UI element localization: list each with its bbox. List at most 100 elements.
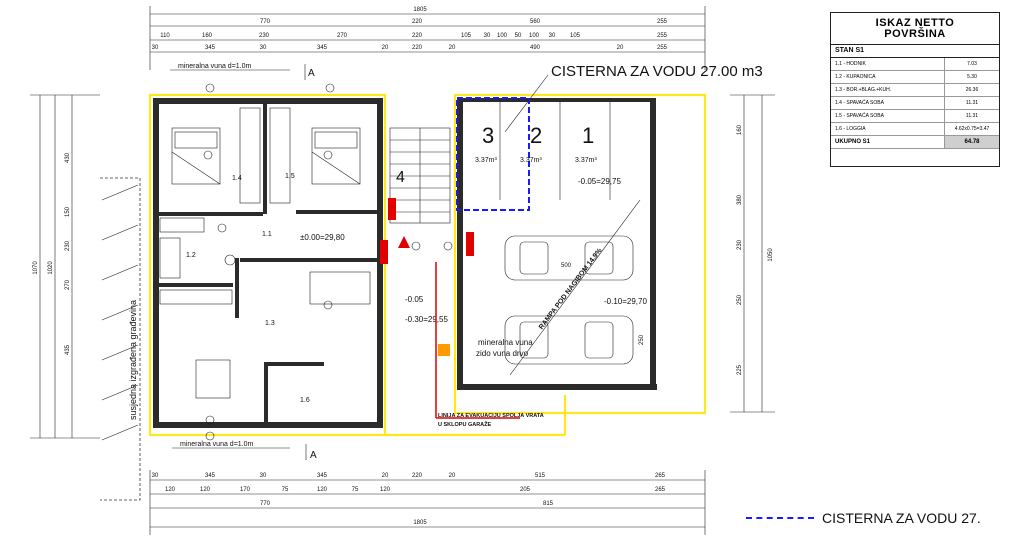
area-table: ISKAZ NETTO POVRŠINA STAN S1 1.1 - HODNI… [830,12,1000,167]
mineral-wool-bottom: mineralna vuna d=1.0m [180,441,254,448]
dim-top-r1-0: 770 [260,19,271,25]
level-corridor-1: -0.05 [405,295,424,304]
dim-top-r2-0: 110 [160,33,170,39]
stairs [389,127,451,224]
dim-bot-r1-6: 20 [449,473,456,479]
dim-right-part-2: 230 [737,239,743,250]
dim-right-part-0: 160 [737,124,743,135]
dim-bot-r1-7: 515 [535,473,546,479]
garage-walls [457,98,657,390]
dim-bot-r2-4: 120 [317,487,328,493]
dim-top-r3-9: 255 [657,45,668,51]
tank-volume-3: 3.37m³ [475,157,497,164]
left-dimension-chains: 1070 1020 430 150 230 270 435 [30,94,100,439]
row-value: 11.31 [965,113,979,119]
mineral-wool-mid-2: zido vuna drvo [476,349,529,358]
total-name: UKUPNO S1 [831,136,945,148]
row-name: 1.3 - BOR.+BLAG.+KUH. [831,84,945,96]
room-label-13: 1.3 [265,320,275,327]
area-table-row: 1.6 - LOGGIA 4.62x0.75=3.47 [831,123,999,136]
dim-bot-r1-1: 345 [205,473,216,479]
row-value: 26.36 [965,87,979,93]
row-value: 11.31 [965,100,979,106]
row-name: 1.2 - KUPAONICA [831,71,945,83]
dim-left-part-3: 270 [65,279,71,290]
sofa [309,271,371,305]
section-mark-top: A [308,68,315,79]
bed-room-15 [311,127,361,185]
room-label-16: 1.6 [300,397,310,404]
wardrobe-15 [269,107,291,204]
tank-number-3: 3 [482,123,494,148]
dim-bot-r1-5: 220 [412,473,423,479]
mineral-wool-top: mineralna vuna d=1.0m [178,63,252,70]
dim-top-r3-0: 30 [152,45,159,51]
tank-number-1: 1 [582,123,594,148]
area-table-header: ISKAZ NETTO POVRŠINA [831,13,999,45]
stair-number: 4 [396,169,405,186]
dim-top-r2-1: 160 [202,33,213,39]
room-label-12: 1.2 [186,252,196,259]
dim-right-outer: 1050 [768,248,774,262]
row-name: 1.6 - LOGGIA [831,123,945,135]
room-label-11: 1.1 [262,231,272,238]
dim-bot-r2-2: 170 [240,487,251,493]
dim-top-r2-9: 100 [529,33,540,39]
row-name: 1.5 - SPAVAĆA SOBA [831,110,945,122]
dim-top-r1-2: 560 [530,19,541,25]
dim-top-r2-11: 105 [570,33,581,39]
cistern-legend-label: CISTERNA ZA VODU 27. [822,510,981,526]
total-value: 64.78 [945,136,999,148]
dim-top-r2-2: 230 [259,33,270,39]
area-table-title-2: POVRŠINA [884,28,946,40]
light-fixtures [203,83,453,441]
tank-volume-1: 3.37m³ [575,157,597,164]
toilet [224,254,236,266]
dim-top-r3-2: 30 [260,45,267,51]
dim-top-r1-1: 220 [412,19,423,25]
dim-top-r3-7: 490 [530,45,541,51]
row-value: 4.62x0.75=3.47 [954,126,990,132]
area-table-row: 1.3 - BOR.+BLAG.+KUH. 26.36 [831,84,999,97]
dim-top-total: 1805 [413,7,427,13]
row-name: 1.1 - HODNIK [831,58,945,70]
dim-bot-r1-4: 20 [382,473,389,479]
dim-top-r3-5: 220 [412,45,423,51]
mineral-wool-mid-1: mineralna vuna [478,338,533,347]
garage-outline [453,93,707,415]
wardrobe-14 [239,107,261,204]
dining-table [195,359,231,399]
dim-left-part-2: 230 [65,240,71,251]
dim-top-r2-3: 270 [337,33,348,39]
dim-top-r3-1: 345 [205,45,216,51]
fire-exit-markers [380,198,520,419]
cistern-leader-line [504,74,549,133]
dim-bot-r2-3: 75 [282,487,289,493]
room-label-14: 1.4 [232,175,242,182]
cistern-tanks [499,102,611,200]
level-corridor-2: -0.30=29,55 [405,315,448,324]
dim-bot-r1-2: 30 [260,473,267,479]
area-table-title-1: ISKAZ NETTO [875,17,955,29]
dim-top-r2-10: 30 [549,33,556,39]
dim-bot-r2-1: 120 [200,487,211,493]
dim-right-part-1: 380 [737,194,743,205]
section-mark-bottom: A [310,450,317,461]
dim-left-inner: 1020 [48,261,54,275]
dim-top-r2-8: 50 [515,33,522,39]
dim-bot-r1-8: 265 [655,473,666,479]
level-garage-1: -0.05=29,75 [578,177,621,186]
dim-bot-total: 1805 [413,520,427,526]
garage-width: 250 [639,334,645,345]
row-name: 1.4 - SPAVAĆA SOBA [831,97,945,109]
dim-top-r2-7: 100 [497,33,508,39]
area-table-row: 1.5 - SPAVAĆA SOBA 11.31 [831,110,999,123]
dim-top-r2-12: 255 [657,33,668,39]
car-upper [504,235,634,281]
cistern-legend: CISTERNA ZA VODU 27. [746,510,981,526]
bottom-dimension-chains: 30 345 30 345 20 220 20 515 265 120 120 … [149,470,706,535]
wardrobe-hall [159,217,205,233]
dim-bot-r3-1: 815 [543,501,554,507]
